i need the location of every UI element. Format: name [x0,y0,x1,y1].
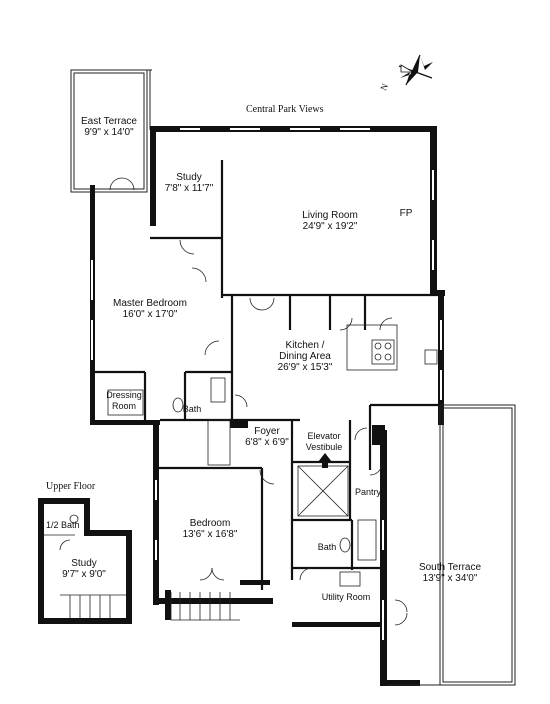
room-name-line2: Room [111,401,136,411]
room-upper-half-bath: 1/2 Bath [46,520,80,531]
compass-icon [398,54,433,86]
room-name: Bedroom [189,518,231,529]
sink-icon [424,349,438,365]
room-name: Utility Room [321,592,371,602]
fixtures [107,324,438,587]
room-name: Study [71,558,97,569]
room-name: Bath [182,404,202,414]
room-bath-master: Bath [180,404,204,415]
room-name: 1/2 Bath [46,520,80,530]
room-dimensions: 9'9" x 14'0" [84,127,134,138]
south-terrace-area [387,404,516,686]
room-bedroom: Bedroom 13'6" x 16'8" [170,518,250,540]
room-dimensions: 13'6" x 16'8" [182,529,238,540]
room-elevator-vestibule: Elevator Vestibule [298,431,350,453]
room-name-line2: Dining Area [279,351,331,362]
room-name: Pantry [354,487,381,497]
room-living-room: Living Room 24'9" x 19'2" [280,210,380,232]
room-name: South Terrace [418,562,482,573]
interior-walls [95,160,438,590]
room-dimensions: 24'9" x 19'2" [302,221,358,232]
room-pantry: Pantry [351,487,385,498]
room-name: Bath [317,542,337,552]
room-name: East Terrace [81,116,137,127]
room-name: Kitchen / [285,340,325,351]
room-name-line2: Vestibule [305,442,343,452]
bathtub-icon [207,419,231,466]
room-fireplace: FP [396,208,416,219]
upper-floor-caption: Upper Floor [46,481,96,492]
room-east-terrace: East Terrace 9'9" x 14'0" [72,116,146,138]
room-dimensions: 13'9" x 34'0" [422,573,478,584]
room-name: FP [399,208,413,219]
entry-arrow-icon [318,453,332,468]
room-name: Study [176,172,202,183]
views-caption: Central Park Views [246,104,324,115]
room-kitchen-dining: Kitchen / Dining Area 26'9" x 15'3" [260,340,350,373]
room-dimensions: 16'0" x 17'0" [122,309,178,320]
east-terrace-area [70,69,152,193]
vanity-icon [210,377,226,403]
room-utility: Utility Room [316,592,376,603]
room-upper-study: Study 9'7" x 9'0" [54,558,114,580]
cooktop-icon [371,339,395,365]
room-dimensions: 7'8" x 11'7" [164,183,214,194]
room-name: Foyer [254,426,280,437]
upper-floor-plan [38,498,132,624]
room-foyer: Foyer 6'8" x 6'9" [242,426,292,448]
toilet-icon [172,397,184,413]
stairs [170,592,240,621]
windows [91,128,442,640]
bathtub-icon [357,519,377,561]
room-south-terrace: South Terrace 13'9" x 34'0" [410,562,490,584]
doors [109,177,408,626]
room-study: Study 7'8" x 11'7" [158,172,220,194]
room-dimensions: 9'7" x 9'0" [62,569,106,580]
kitchen-island [346,324,398,371]
room-dressing: Dressing Room [100,390,148,412]
room-name: Dressing [106,390,142,400]
room-name: Elevator [307,431,341,441]
room-dimensions: 26'9" x 15'3" [277,362,333,373]
room-master-bedroom: Master Bedroom 16'0" x 17'0" [100,298,200,320]
room-name: Master Bedroom [113,298,187,309]
utility-sink-icon [339,571,361,587]
toilet-icon [339,537,351,553]
room-bath-second: Bath [312,542,342,553]
room-name: Living Room [302,210,358,221]
room-dimensions: 6'8" x 6'9" [245,437,289,448]
closet-icon [107,389,144,416]
